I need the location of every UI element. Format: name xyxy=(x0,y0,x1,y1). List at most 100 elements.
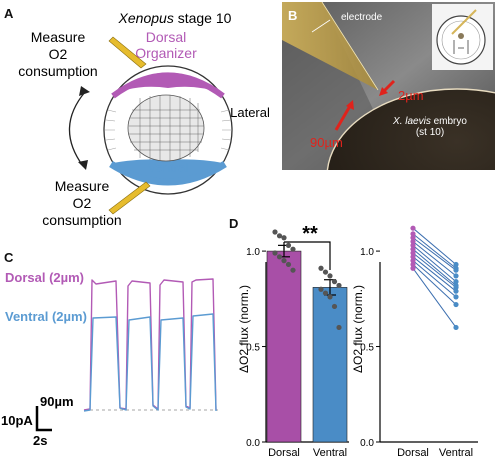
bar-chart-category-label: Dorsal xyxy=(268,447,300,456)
bar-dorsal xyxy=(266,250,302,443)
paired-chart-category-label: Ventral xyxy=(439,447,473,456)
measure-top-line1: Measure xyxy=(31,29,86,45)
embryo-label: X. laevis embryo (st 10) xyxy=(393,116,467,138)
dorsal-trace xyxy=(83,278,217,411)
ventral-point xyxy=(453,301,459,308)
bar-chart-ylabel: ΔO2 flux (norm.) xyxy=(237,285,251,373)
dorsal-trace-label: Dorsal (2µm) xyxy=(5,270,85,285)
paired-chart-ytick-label: 0.0 xyxy=(360,438,374,449)
data-point xyxy=(272,250,278,256)
data-point xyxy=(336,282,342,289)
paired-line xyxy=(412,244,457,283)
significance-stars: ** xyxy=(302,223,318,245)
bar-chart-ytick-label: 0.5 xyxy=(246,343,260,354)
panel-d-letter: D xyxy=(229,216,239,231)
panel-b-micrograph xyxy=(282,2,495,170)
data-point xyxy=(272,229,278,235)
ventral-point xyxy=(453,261,459,268)
measure-top-line3: consumption xyxy=(18,63,97,79)
paired-line xyxy=(412,237,457,271)
data-point xyxy=(290,246,296,252)
ventral-point xyxy=(453,294,459,300)
measure-bottom-line3: consumption xyxy=(42,212,121,228)
ventral-point xyxy=(453,279,459,285)
dorsal-point xyxy=(410,242,416,248)
paired-chart-ylabel: ΔO2 flux (norm.) xyxy=(351,285,365,373)
panel-a-title: Xenopus stage 10 xyxy=(118,10,232,26)
data-point xyxy=(318,286,324,292)
embryo-image xyxy=(326,88,495,170)
bar-chart-ytick-label: 1.0 xyxy=(246,247,260,258)
dorsal-point xyxy=(410,225,416,231)
ventral-point xyxy=(453,284,459,290)
data-point xyxy=(322,269,329,275)
paired-line xyxy=(412,256,457,292)
paired-line xyxy=(412,264,457,305)
paired-line xyxy=(412,260,457,298)
paired-chart-category-label: Dorsal xyxy=(397,447,429,456)
data-point xyxy=(331,303,338,310)
dorsal-label-line2: Organizer xyxy=(135,45,197,61)
data-point xyxy=(290,267,296,273)
measure-bottom-line1: Measure xyxy=(55,178,110,194)
panel-c-letter: C xyxy=(4,250,14,265)
position-label: 90µm xyxy=(40,394,74,409)
data-point xyxy=(276,254,283,260)
data-point xyxy=(281,235,287,241)
scale-y-label: 10pA xyxy=(1,413,33,428)
panel-b-letter: B xyxy=(288,8,298,23)
data-point xyxy=(327,294,333,300)
measure-top-line2: O2 xyxy=(49,46,68,62)
paired-chart-ytick-label: 1.0 xyxy=(360,247,374,258)
data-point xyxy=(318,265,324,271)
data-point xyxy=(285,242,292,248)
embryo-drawing xyxy=(103,65,233,195)
paired-line xyxy=(412,233,457,269)
dorsal-point xyxy=(410,235,416,241)
ventral-point xyxy=(453,324,459,331)
ventral-trace xyxy=(83,313,217,412)
panel-a-letter: A xyxy=(4,6,14,21)
scale-bar xyxy=(35,406,52,432)
dorsal-point xyxy=(410,246,416,252)
paired-line xyxy=(412,248,457,286)
measure-bottom-line2: O2 xyxy=(73,195,92,211)
scale-x-label: 2s xyxy=(33,433,47,448)
double-arrow-icon xyxy=(68,91,86,167)
distance-2um-label: 2µm xyxy=(398,88,424,103)
data-point xyxy=(276,233,283,239)
panel-c-traces: 90µm 10pA 2s xyxy=(1,278,218,448)
paired-line xyxy=(412,227,457,265)
electrode-label: electrode xyxy=(341,12,383,23)
data-point xyxy=(336,324,342,331)
paired-line xyxy=(412,252,457,288)
dorsal-label-line1: Dorsal xyxy=(146,29,186,45)
lateral-label: Lateral xyxy=(230,105,270,120)
electrode-top-icon xyxy=(108,36,147,69)
data-point xyxy=(327,273,333,279)
dorsal-point xyxy=(410,258,416,264)
distance-90um-label: 90µm xyxy=(310,135,343,150)
bar-ventral xyxy=(312,287,348,443)
ventral-label: Ventral xyxy=(148,160,189,175)
electrode-image xyxy=(282,2,378,90)
ventral-trace-label: Ventral (2µm) xyxy=(5,309,87,324)
data-point xyxy=(322,290,329,296)
data-point xyxy=(285,261,292,268)
dorsal-point xyxy=(410,261,416,268)
data-point xyxy=(281,258,287,264)
bar-chart-category-label: Ventral xyxy=(313,447,347,456)
dorsal-point xyxy=(410,265,416,271)
paired-line xyxy=(412,241,457,277)
ventral-point xyxy=(453,288,459,294)
ventral-point xyxy=(453,273,459,279)
dorsal-point xyxy=(410,238,416,245)
dorsal-point xyxy=(410,231,416,237)
bar-chart-ytick-label: 0.0 xyxy=(246,438,260,449)
dorsal-point xyxy=(410,254,416,260)
dorsal-point xyxy=(410,250,416,256)
distance-arrows xyxy=(334,79,396,131)
electrode-bottom-icon xyxy=(108,181,151,215)
